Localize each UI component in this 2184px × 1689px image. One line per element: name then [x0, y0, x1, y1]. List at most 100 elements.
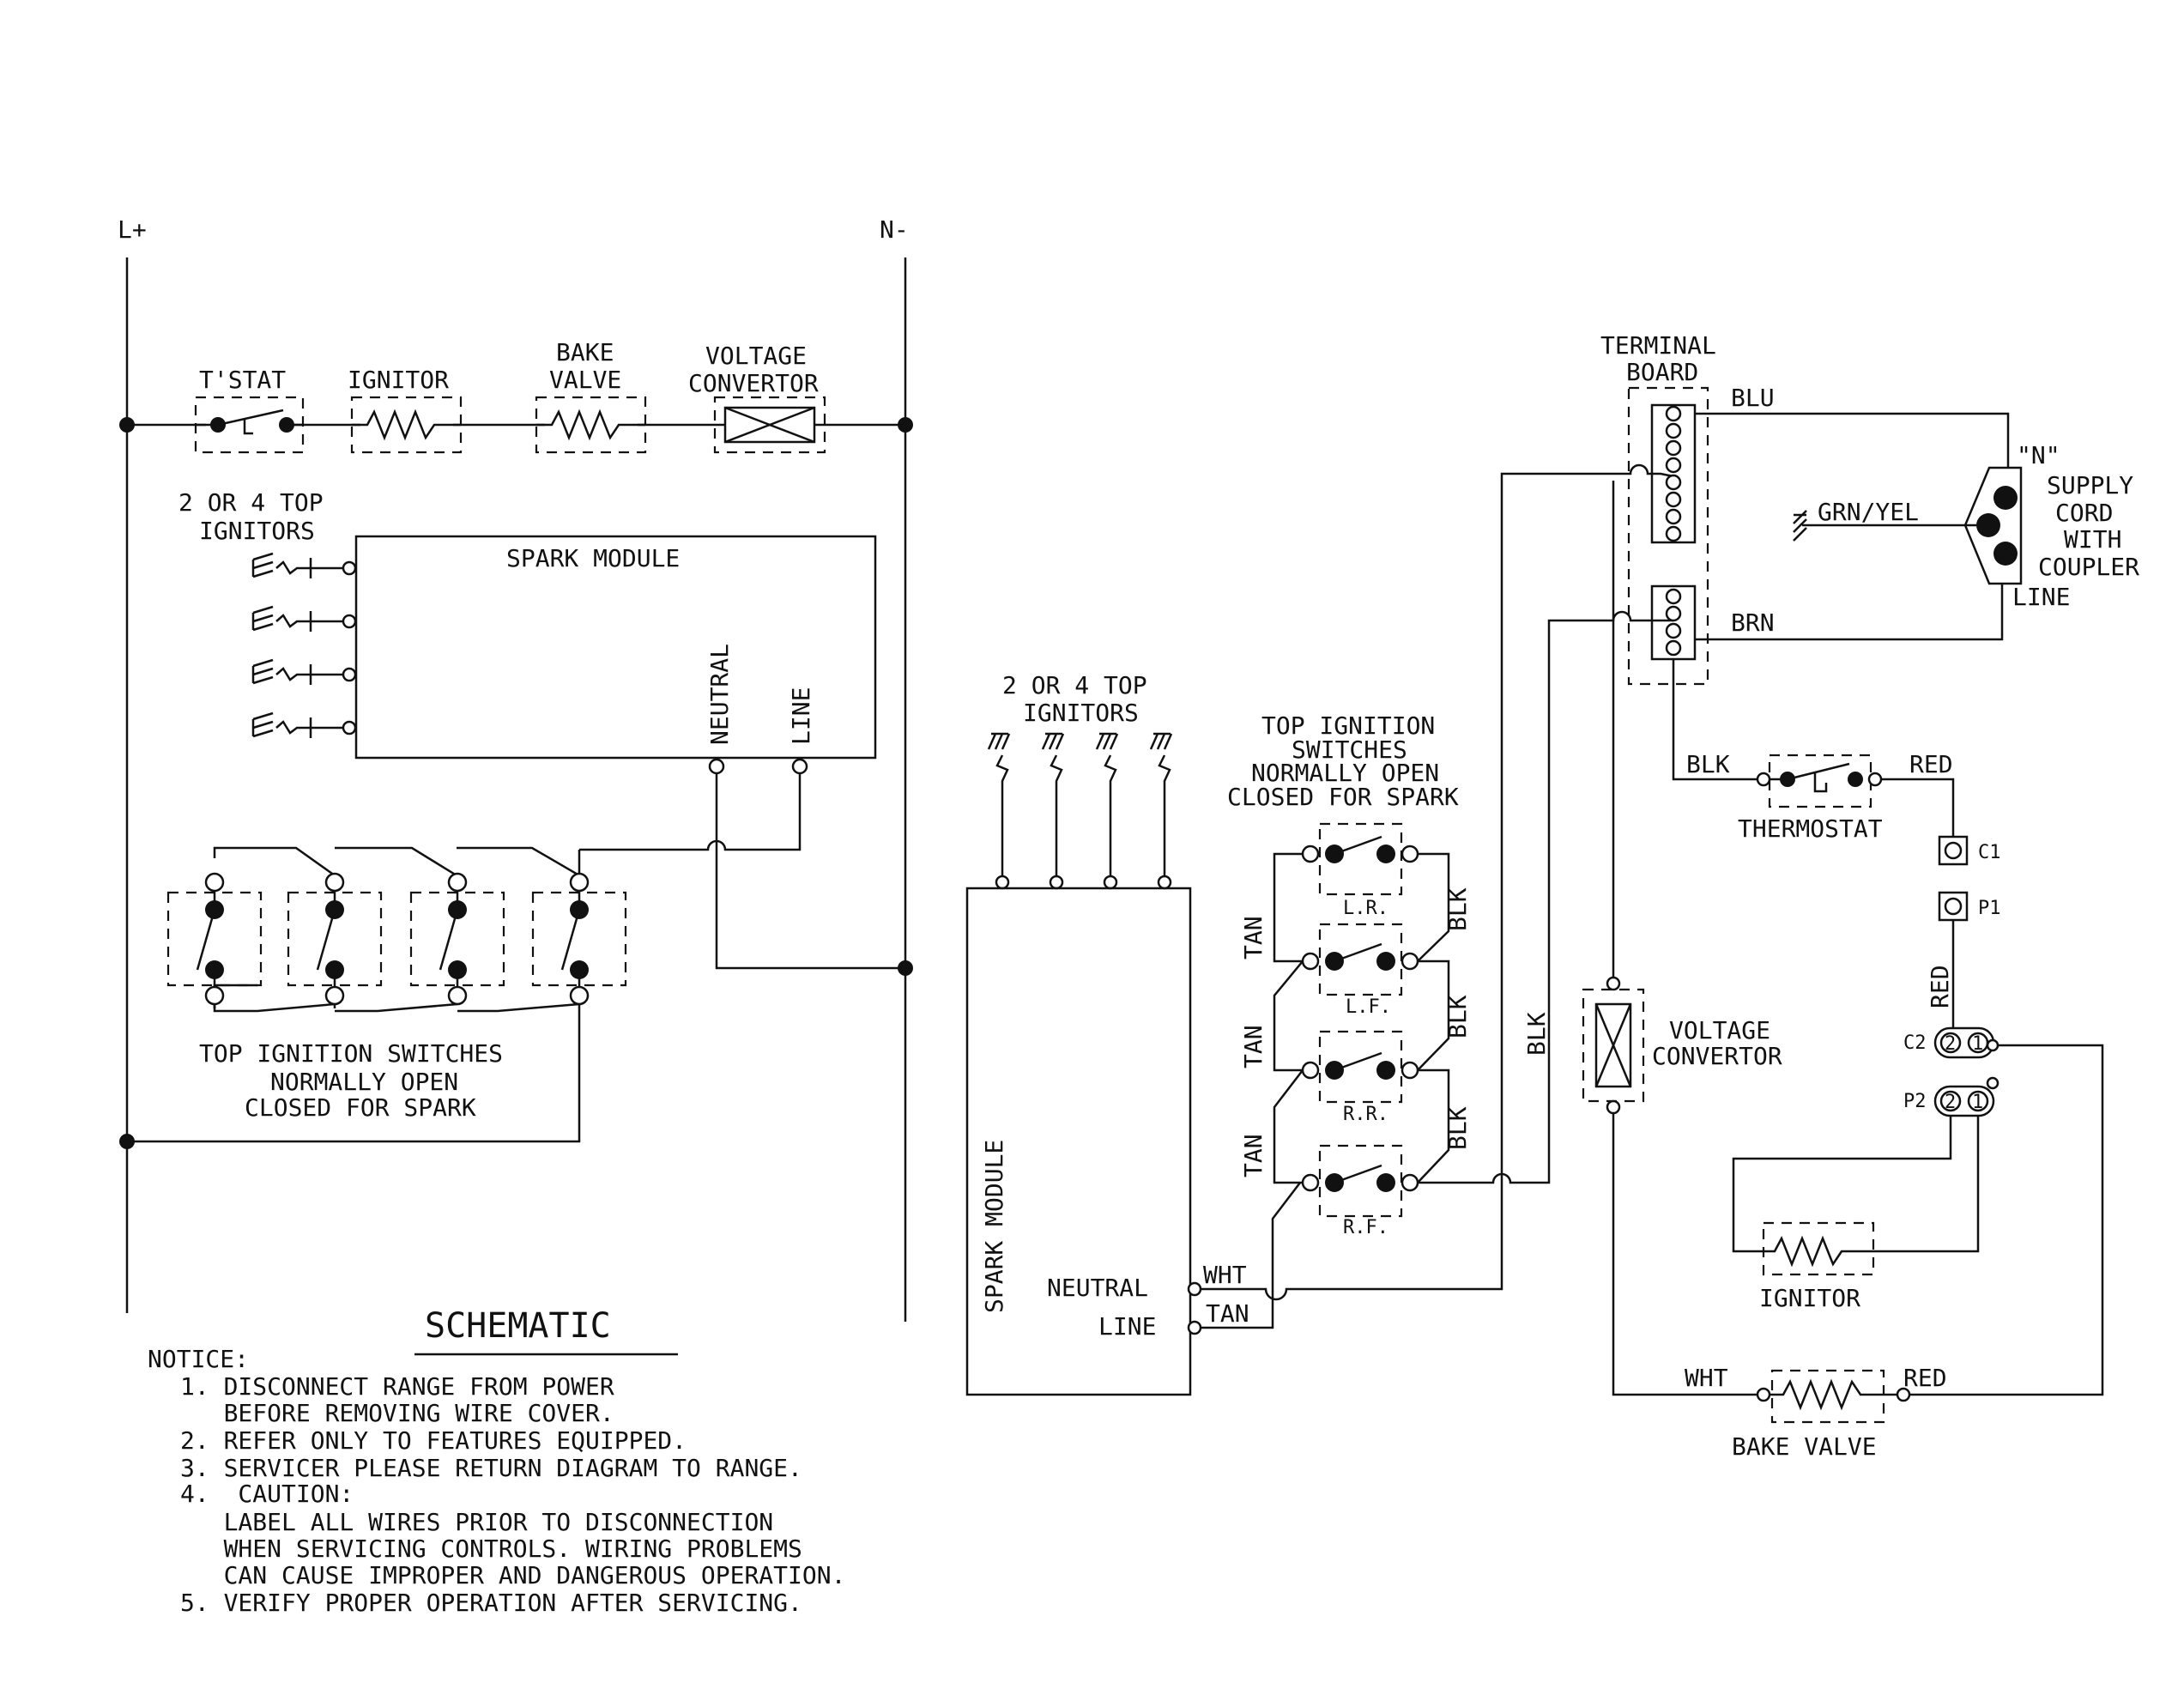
- w-bake-valve-label: BAKE VALVE: [1732, 1432, 1877, 1461]
- w-switches-2: SWITCHES: [1292, 736, 1407, 764]
- bake-valve-label-1: BAKE: [556, 338, 614, 366]
- schematic-voltage-convertor: VOLTAGE CONVERTOR: [688, 342, 826, 454]
- blk-label-1: BLK: [1443, 887, 1472, 931]
- schematic-title: SCHEMATIC: [425, 1306, 611, 1346]
- supply-label-2: CORD: [2055, 499, 2113, 527]
- rail-right-label: N-: [880, 215, 909, 244]
- blk-label-2: BLK: [1443, 995, 1472, 1038]
- schematic-switches: TOP IGNITION SWITCHES NORMALLY OPEN CLOS…: [119, 846, 627, 1149]
- switches-label-2: NORMALLY OPEN: [270, 1068, 458, 1096]
- blk-thermo-label: BLK: [1686, 750, 1730, 778]
- schematic-bake-valve: BAKE VALVE: [535, 338, 647, 454]
- w-switch-lr: L.R.: [1301, 822, 1419, 919]
- w-switch-rf: R.F.: [1301, 1144, 1419, 1238]
- blk-label-3: BLK: [1443, 1106, 1472, 1150]
- red-bake-wire: [1909, 1044, 2104, 1396]
- ground-symbol: [1793, 510, 1976, 542]
- c2-label: C2: [1903, 1032, 1927, 1054]
- wht-bake-wire: [1612, 1113, 1757, 1396]
- w-ignitor-label: IGNITOR: [1759, 1284, 1860, 1312]
- brn-label: BRN: [1731, 608, 1775, 637]
- blu-wire: [1695, 412, 2010, 468]
- w-ignitor: IGNITOR: [1757, 1221, 1879, 1312]
- terminal-board-label-1: TERMINAL: [1600, 331, 1716, 360]
- wht-wire-label: WHT: [1203, 1261, 1247, 1289]
- connector-p2: P2 2 1: [1903, 1076, 1999, 1117]
- blu-label: BLU: [1731, 384, 1775, 412]
- schematic: L+ N- T'STAT IGNITOR BAKE VALVE: [118, 215, 913, 1356]
- wiring: 2 OR 4 TOP IGNITORS: [965, 331, 2139, 1461]
- w-vc-label-1: VOLTAGE: [1669, 1016, 1770, 1044]
- line-label: LINE: [787, 687, 815, 745]
- notice-line-8: CAN CAUSE IMPROPER AND DANGEROUS OPERATI…: [180, 1561, 845, 1589]
- notice-line-7: WHEN SERVICING CONTROLS. WIRING PROBLEMS: [180, 1535, 802, 1563]
- p2-pin1: 1: [1972, 1092, 1983, 1113]
- w-voltage-convertor: VOLTAGE CONVERTOR: [1582, 976, 1782, 1115]
- n-marker: "N": [2017, 441, 2060, 469]
- p2-pin2: 2: [1945, 1092, 1956, 1113]
- schematic-ignitor-electrodes: [251, 552, 357, 738]
- tan-wire: [1201, 1182, 1301, 1329]
- wht-wire: [1201, 1177, 1503, 1301]
- notice-block: NOTICE: 1. DISCONNECT RANGE FROM POWER B…: [148, 1345, 845, 1617]
- line-wire: [579, 773, 802, 851]
- top-ignitors-label-1: 2 OR 4 TOP: [178, 488, 324, 517]
- c1-label: C1: [1978, 842, 2001, 863]
- tan-label-1: TAN: [1239, 916, 1267, 960]
- connector-c1: C1: [1938, 835, 2001, 866]
- w-switches-4: CLOSED FOR SPARK: [1227, 783, 1459, 811]
- blk-feed-wire: [1418, 610, 1673, 1184]
- burner-rf: R.F.: [1343, 1217, 1388, 1238]
- notice-line-2: BEFORE REMOVING WIRE COVER.: [180, 1399, 614, 1427]
- thermostat-label: THERMOSTAT: [1738, 814, 1883, 843]
- supply-label-1: SUPPLY: [2047, 471, 2133, 499]
- supply-label-3: WITH: [2064, 525, 2121, 554]
- w-switches-3: NORMALLY OPEN: [1251, 759, 1439, 787]
- tstat-component: T'STAT: [194, 366, 305, 454]
- notice-heading: NOTICE:: [148, 1345, 249, 1373]
- red-thermo-label: RED: [1909, 750, 1953, 778]
- w-vc-label-2: CONVERTOR: [1652, 1042, 1782, 1070]
- terminal-board-label-2: BOARD: [1626, 358, 1698, 386]
- w-bake-valve: BAKE VALVE: [1732, 1369, 1911, 1461]
- top-ignitors-label-2: IGNITORS: [199, 517, 315, 545]
- terminal-board: TERMINAL BOARD: [1600, 331, 1716, 686]
- supply-line-label: LINE: [2012, 583, 2070, 611]
- w-line-label: LINE: [1098, 1312, 1156, 1341]
- tan-label-3: TAN: [1239, 1134, 1267, 1177]
- vc-label-1: VOLTAGE: [705, 342, 807, 370]
- w-switch-lf: L.F.: [1301, 923, 1419, 1018]
- switches-label-3: CLOSED FOR SPARK: [245, 1093, 476, 1122]
- c2-pin2: 2: [1945, 1033, 1956, 1055]
- w-top-ignitors-2: IGNITORS: [1023, 699, 1139, 727]
- schematic-spark-module: SPARK MODULE NEUTRAL LINE: [354, 535, 877, 775]
- tan-label-2: TAN: [1239, 1025, 1267, 1068]
- schematic-ignitor: IGNITOR: [348, 366, 463, 454]
- w-spark-module-label: SPARK MODULE: [980, 1140, 1008, 1313]
- notice-line-4: 3. SERVICER PLEASE RETURN DIAGRAM TO RAN…: [180, 1454, 802, 1482]
- thermostat: THERMOSTAT: [1738, 754, 1883, 843]
- tan-wire-label: TAN: [1206, 1299, 1249, 1328]
- vc-label-2: CONVERTOR: [688, 369, 819, 397]
- connector-c2: C2 2 1: [1903, 1026, 1999, 1059]
- grn-yel-label: GRN/YEL: [1818, 498, 1919, 526]
- notice-line-5: 4. CAUTION:: [180, 1480, 354, 1508]
- w-switches-1: TOP IGNITION: [1261, 711, 1435, 740]
- notice-line-1: 1. DISCONNECT RANGE FROM POWER: [180, 1372, 614, 1401]
- tstat-label: T'STAT: [199, 366, 286, 394]
- c2-pin1: 1: [1972, 1033, 1983, 1055]
- burner-rr: R.R.: [1343, 1104, 1388, 1125]
- supply-label-4: COUPLER: [2038, 553, 2139, 581]
- notice-line-3: 2. REFER ONLY TO FEATURES EQUIPPED.: [180, 1426, 687, 1455]
- bake-valve-label-2: VALVE: [549, 366, 621, 394]
- red-bake-label: RED: [1903, 1364, 1947, 1392]
- w-spark-module: SPARK MODULE NEUTRAL LINE: [965, 887, 1202, 1396]
- rail-left-label: L+: [118, 215, 147, 244]
- p1-label: P1: [1978, 898, 2001, 919]
- schematic-ignitor-label: IGNITOR: [348, 366, 449, 394]
- burner-lf: L.F.: [1346, 996, 1391, 1018]
- supply-cord-coupler: "N" SUPPLY CORD WITH COUPLER LINE: [1963, 441, 2139, 611]
- w-neutral-label: NEUTRAL: [1047, 1274, 1148, 1302]
- blk-feed-label: BLK: [1522, 1012, 1551, 1056]
- notice-line-9: 5. VERIFY PROPER OPERATION AFTER SERVICI…: [180, 1589, 802, 1617]
